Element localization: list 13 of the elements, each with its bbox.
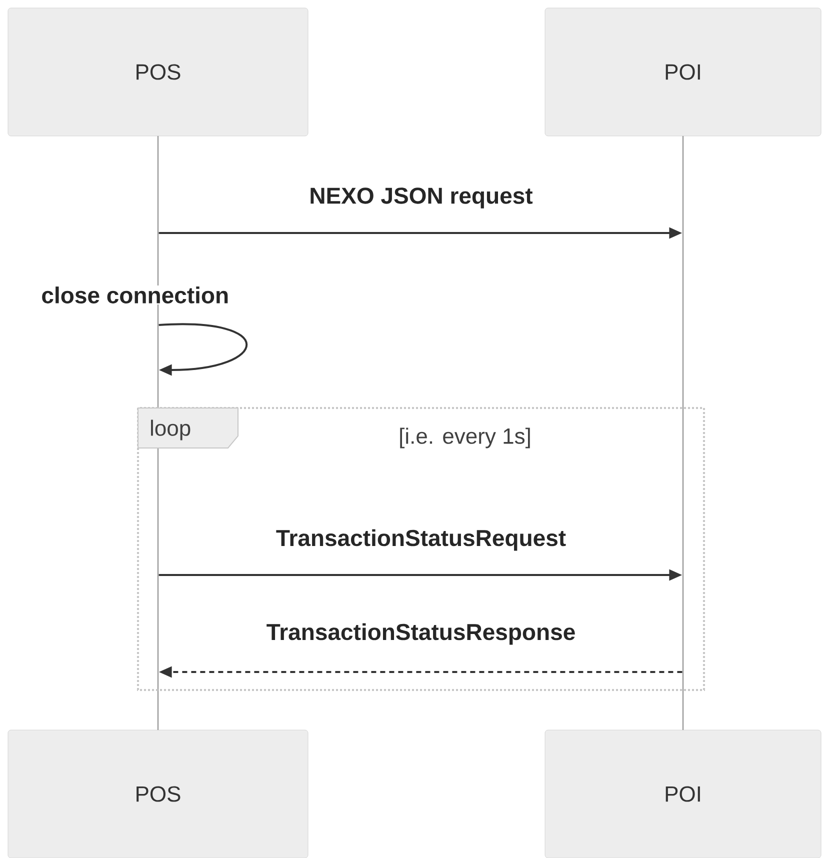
participant-box: POI <box>544 8 822 136</box>
participant-box: POS <box>8 730 308 858</box>
message-label: NEXO JSON request <box>308 186 534 210</box>
loop-tag: loop <box>138 408 238 448</box>
lifeline <box>682 136 684 730</box>
lifeline <box>157 136 159 730</box>
loop-condition: [i.e. every 1s] <box>400 428 530 448</box>
message-label: TransactionStatusResponse <box>265 622 577 646</box>
self-message-arrow <box>158 323 248 376</box>
message-label: TransactionStatusRequest <box>274 528 568 552</box>
participant-box: POS <box>8 8 308 136</box>
message-label: close connection <box>40 286 230 304</box>
participant-box: POI <box>544 730 822 858</box>
